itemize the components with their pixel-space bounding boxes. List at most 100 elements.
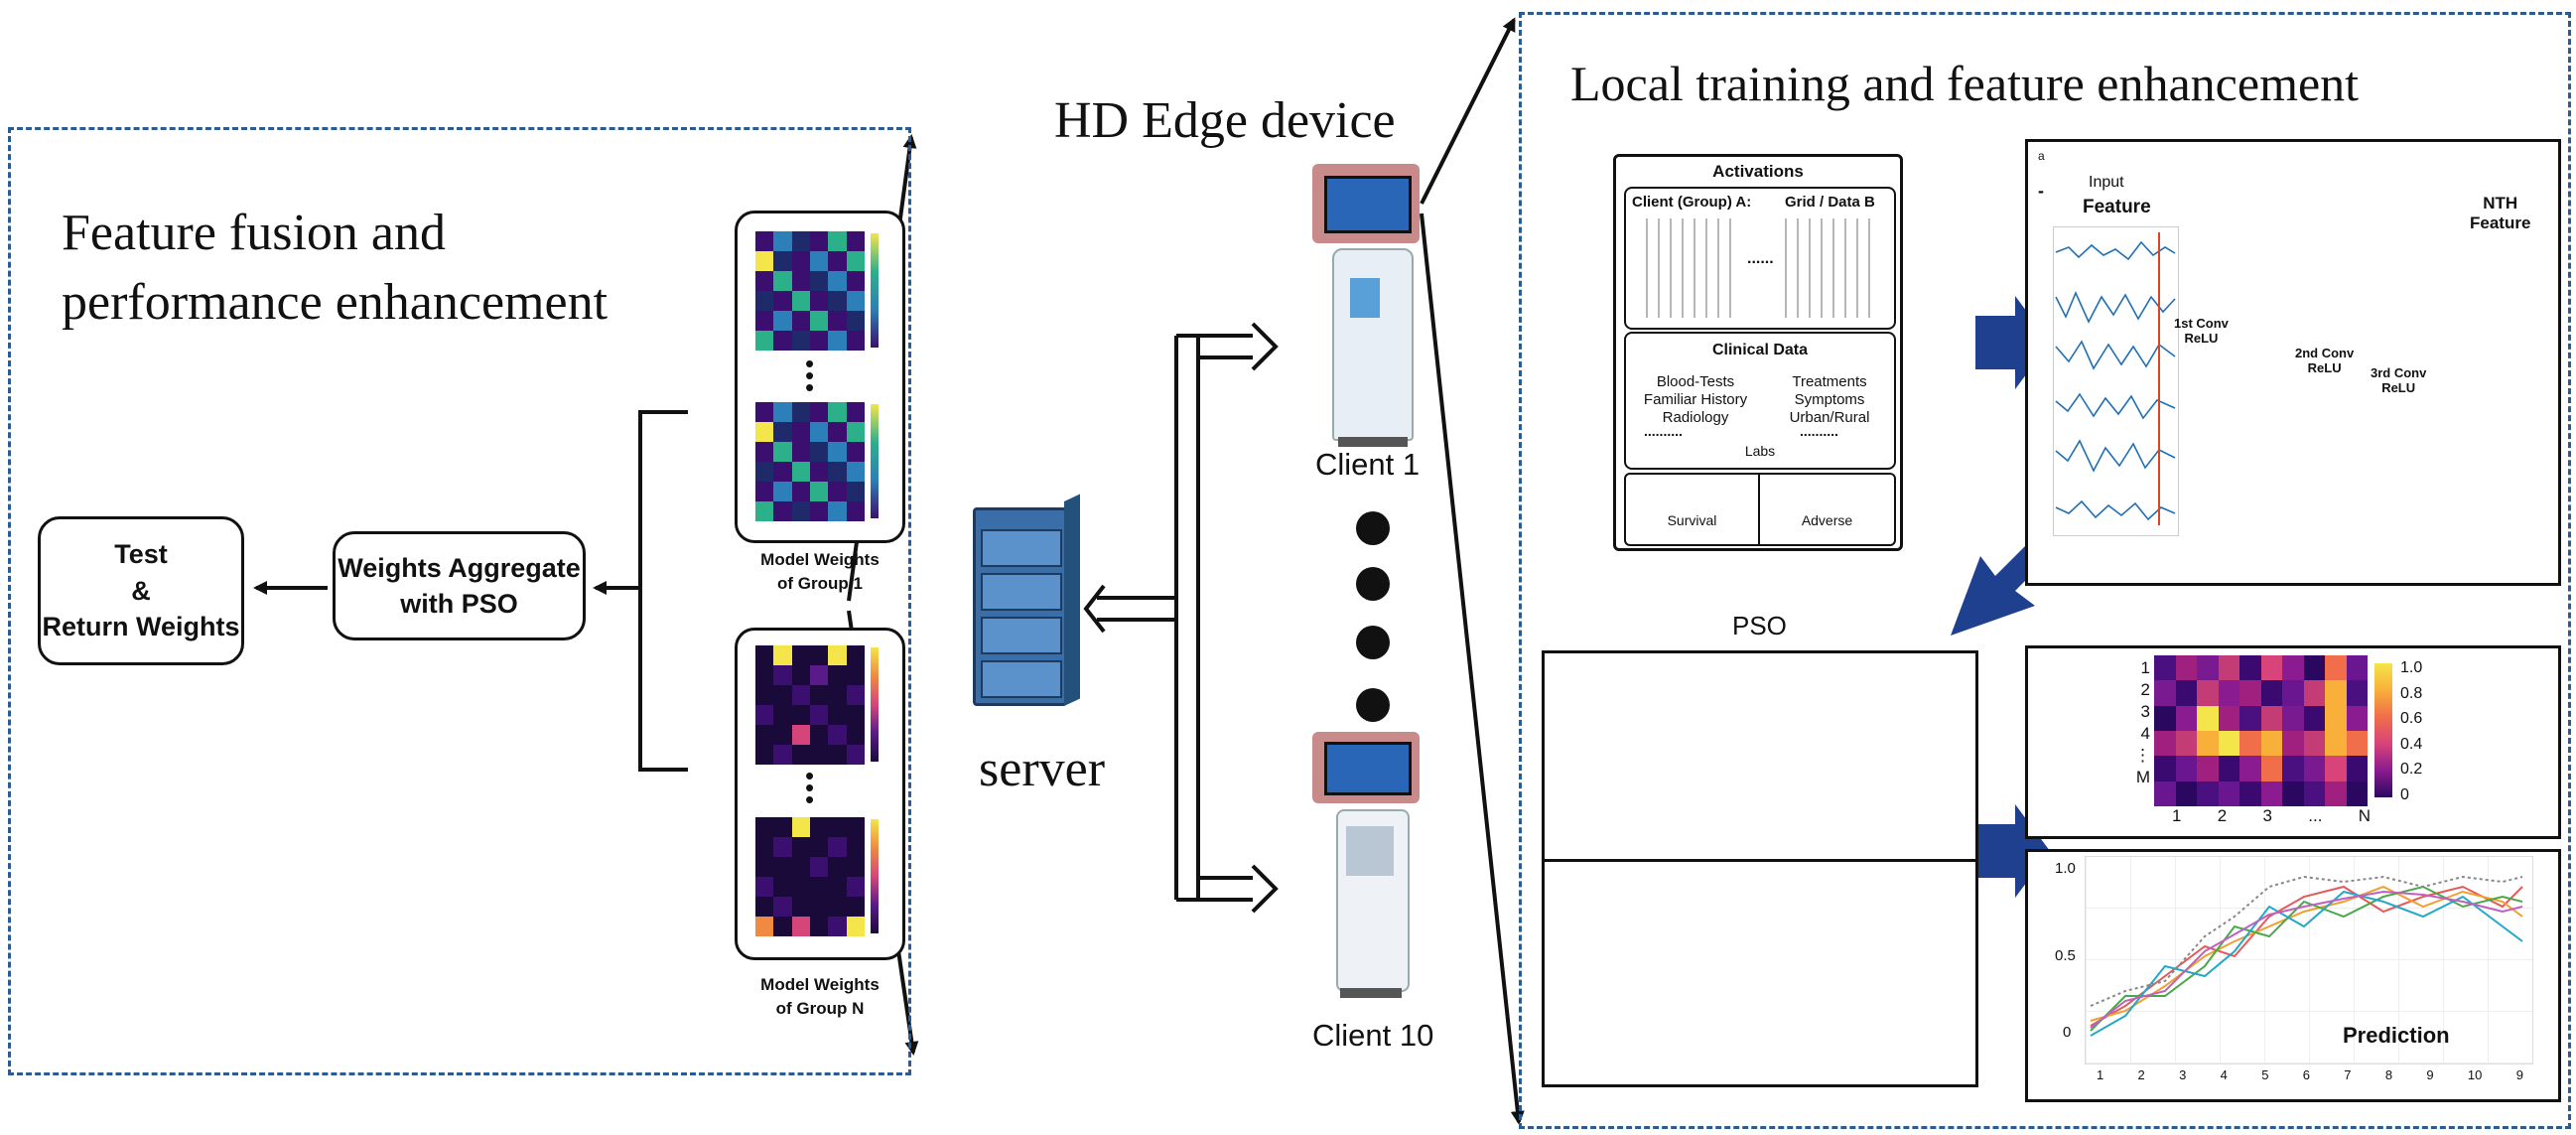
return-weights-label: Return Weights bbox=[42, 612, 240, 642]
heatmap-col-label: 3 bbox=[2262, 806, 2272, 825]
input-label-line1: Input bbox=[2089, 174, 2124, 191]
heatmap-col-label: N bbox=[2358, 806, 2371, 825]
prediction-plot-area bbox=[2085, 856, 2533, 1064]
nth-label-line2: Feature bbox=[2470, 213, 2531, 232]
blue-arrow-to-pso bbox=[1951, 546, 2045, 636]
server-label: server bbox=[979, 741, 1106, 797]
right-panel-title: Local training and feature enhancement bbox=[1570, 56, 2360, 111]
client10-label: Client 10 bbox=[1312, 1018, 1434, 1053]
prediction-label: Prediction bbox=[2343, 1023, 2450, 1048]
prediction-x-tick: 2 bbox=[2137, 1067, 2145, 1082]
heatmap-row-label: ⋮ bbox=[2134, 746, 2151, 765]
prediction-lines bbox=[2090, 875, 2523, 1037]
clinical-data-inner: Clinical Data Blood-Tests Familiar Histo… bbox=[1624, 332, 1896, 470]
weights-aggregate-box: Weights Aggregate with PSO bbox=[333, 531, 586, 640]
client1-label: Client 1 bbox=[1315, 447, 1421, 482]
activations-box: Activations Client (Group) A: Grid / Dat… bbox=[1613, 154, 1903, 551]
clinical-data-title: Clinical Data bbox=[1711, 342, 1809, 358]
group1-weights-card: ••• bbox=[735, 211, 905, 543]
activation-grid-a bbox=[1646, 218, 1740, 318]
prediction-x-tick: 5 bbox=[2261, 1067, 2269, 1082]
prediction-x-tick: 6 bbox=[2302, 1067, 2310, 1082]
group1-label: Model Weights of Group 1 bbox=[735, 548, 905, 596]
nth-label-line1: NTH bbox=[2483, 194, 2518, 213]
groupN-label-line1: Model Weights bbox=[760, 975, 880, 994]
pso-title: PSO bbox=[1732, 611, 1787, 640]
colorbar-tick: 0.6 bbox=[2400, 710, 2423, 727]
left-panel-title-line1: Feature fusion and bbox=[62, 205, 447, 261]
heatmap-col-label: ... bbox=[2308, 806, 2323, 825]
right-panel bbox=[1519, 12, 2571, 1129]
heatmap-colorbar bbox=[2374, 663, 2392, 797]
server-hollow-arrows bbox=[1083, 322, 1279, 914]
conv1-label-line1: 1st Conv bbox=[2174, 316, 2229, 331]
with-pso-label: with PSO bbox=[400, 589, 518, 619]
colorbar-tick: 0.4 bbox=[2400, 735, 2423, 753]
group1-label-line2: of Group 1 bbox=[777, 573, 863, 593]
activations-title: Activations bbox=[1712, 162, 1804, 181]
survival-label: Survival bbox=[1667, 512, 1717, 528]
test-return-weights-box: Test & Return Weights bbox=[38, 516, 244, 665]
heatmap-row-label: 4 bbox=[2140, 724, 2150, 743]
prediction-x-ticks: 1 2 3 4 5 6 7 8 9 10 9 bbox=[2097, 1067, 2523, 1082]
cnn-corner-dash: - bbox=[2038, 181, 2044, 201]
prediction-y-tick: 1.0 bbox=[2055, 860, 2076, 877]
colorbar-tick: 0.2 bbox=[2400, 761, 2423, 778]
input-label-line2: Feature bbox=[2083, 197, 2151, 217]
heatmap-col-labels: 1 2 3 ... N bbox=[2172, 806, 2371, 826]
heatmap-row-label: 1 bbox=[2140, 658, 2150, 677]
conv2-label-line2: ReLU bbox=[2307, 360, 2342, 375]
client1-device-icon bbox=[1310, 164, 1429, 452]
heatmap-row-labels: 1 2 3 4 ⋮ M bbox=[2134, 657, 2151, 788]
edge-device-title: HD Edge device bbox=[1054, 92, 1396, 149]
prediction-x-tick: 9 bbox=[2515, 1067, 2523, 1082]
groups-bracket bbox=[638, 410, 688, 772]
vertical-ellipsis: ••• bbox=[805, 761, 815, 814]
ecg-signals bbox=[2055, 232, 2176, 525]
outcome-row: Survival Adverse bbox=[1624, 473, 1896, 546]
colorbar-tick: 0.8 bbox=[2400, 684, 2423, 702]
client-to-top-arrow bbox=[1420, 17, 1516, 205]
groupN-weights-card: ••• bbox=[735, 628, 905, 960]
groupN-colorbar-bottom bbox=[871, 819, 879, 933]
activation-grid-b bbox=[1785, 218, 1879, 318]
conv3-label: 3rd Conv ReLU bbox=[2371, 365, 2426, 395]
group1-heatmap-top bbox=[755, 231, 865, 351]
test-label: Test bbox=[114, 539, 168, 570]
adverse-label: Adverse bbox=[1801, 512, 1853, 528]
labs-label: Labs bbox=[1744, 443, 1776, 459]
heatmap-row-label: 2 bbox=[2140, 680, 2150, 699]
conv3-label-line1: 3rd Conv bbox=[2371, 365, 2427, 380]
groupN-colorbar bbox=[871, 647, 879, 762]
clinical-left-item: Familiar History bbox=[1643, 391, 1748, 408]
ampersand-label: & bbox=[131, 575, 151, 606]
clinical-left-item: Blood-Tests bbox=[1656, 373, 1735, 390]
server-icon bbox=[973, 494, 1082, 710]
input-feature-signals bbox=[2053, 226, 2179, 536]
ellipsis-dot bbox=[1356, 511, 1390, 545]
conv1-label: 1st Conv ReLU bbox=[2174, 316, 2229, 346]
weights-aggregate-label: Weights Aggregate bbox=[338, 552, 581, 583]
colorbar-tick: 1.0 bbox=[2400, 659, 2423, 676]
colorbar-tick: 0 bbox=[2400, 785, 2409, 803]
groupN-heatmap-bottom bbox=[755, 817, 865, 936]
cnn-corner-a: a bbox=[2038, 149, 2045, 163]
vertical-ellipsis: ••• bbox=[805, 349, 815, 402]
nth-feature-label: NTH Feature bbox=[2470, 194, 2530, 233]
clinical-right-item: Urban/Rural bbox=[1789, 409, 1870, 426]
activations-inner: Client (Group) A: Grid / Data B ...... bbox=[1624, 187, 1896, 330]
client-to-bottom-arrow bbox=[1420, 213, 1525, 1125]
prediction-x-tick: 9 bbox=[2426, 1067, 2434, 1082]
left-panel bbox=[8, 127, 911, 1075]
groupN-label-line2: of Group N bbox=[775, 998, 865, 1018]
conv1-label-line2: ReLU bbox=[2184, 331, 2219, 346]
client-group-a-label: Client (Group) A: bbox=[1632, 194, 1752, 211]
prediction-x-tick: 7 bbox=[2344, 1067, 2352, 1082]
conv3-label-line2: ReLU bbox=[2381, 380, 2416, 395]
heatmap-row-label: 3 bbox=[2140, 702, 2150, 721]
prediction-y-tick: 0.5 bbox=[2055, 947, 2076, 964]
prediction-x-tick: 8 bbox=[2384, 1067, 2393, 1082]
prediction-y-tick: 0 bbox=[2063, 1024, 2072, 1041]
activations-dots: ...... bbox=[1747, 250, 1774, 267]
heatmap-col-label: 1 bbox=[2172, 806, 2182, 825]
